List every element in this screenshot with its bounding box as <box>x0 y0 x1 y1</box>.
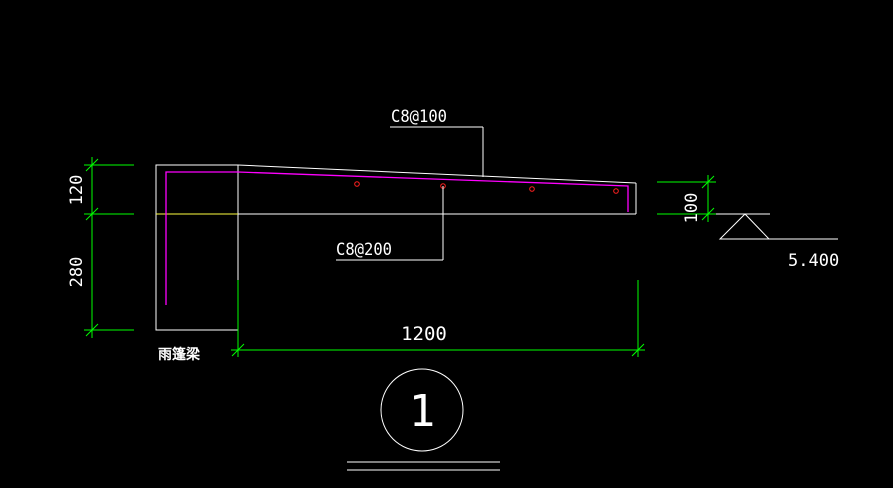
leaders <box>336 126 484 261</box>
rebar-dot <box>529 186 535 192</box>
left-tick-mid <box>85 207 99 221</box>
dim-right-thickness: 100 <box>682 193 702 224</box>
elevation-value: 5.400 <box>788 251 839 271</box>
span-tick-left <box>231 343 245 357</box>
detail-number: 1 <box>409 386 436 437</box>
detail-circle <box>380 368 464 452</box>
right-dimension <box>657 175 716 222</box>
right-tick-bottom <box>701 207 715 221</box>
beam-name-label: 雨篷梁 <box>158 346 201 363</box>
concrete-outline <box>155 164 637 331</box>
dist-rebar-label: C8@200 <box>336 240 392 260</box>
dim-left-lower: 280 <box>67 257 87 288</box>
top-rebar-label: C8@100 <box>391 107 447 127</box>
rebar-dot <box>613 188 619 194</box>
rebar <box>165 171 629 305</box>
right-tick-top <box>701 175 715 189</box>
left-dimension <box>84 157 134 338</box>
elevation-marker <box>716 213 838 240</box>
detail-bubble <box>347 368 500 471</box>
dim-left-upper: 120 <box>67 175 87 206</box>
elevation-triangle <box>718 213 771 240</box>
left-tick-top <box>85 158 99 172</box>
beam-outline <box>155 164 239 331</box>
left-tick-bottom <box>85 323 99 337</box>
slab-top-edge <box>237 164 637 184</box>
top-rebar-line <box>165 171 629 305</box>
span-dimension <box>231 280 645 357</box>
rebar-dot <box>354 181 360 187</box>
dim-span: 1200 <box>401 323 447 345</box>
rebar-dots <box>354 181 619 194</box>
span-tick-right <box>631 343 645 357</box>
